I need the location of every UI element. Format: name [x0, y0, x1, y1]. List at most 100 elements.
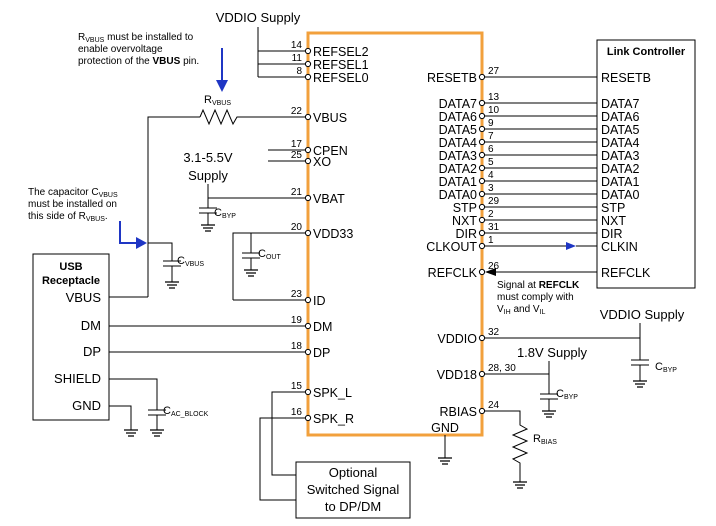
chip-pin-dp: [304, 348, 312, 356]
chip-pin-number: 17: [291, 139, 303, 150]
ground-symbol: [438, 457, 452, 465]
chip-pin-number: 31: [488, 222, 500, 233]
usb-receptacle-title-2: Receptacle: [42, 275, 100, 287]
chip-pin-name: DATA7: [439, 97, 477, 111]
link-controller-box: [596, 39, 696, 289]
cbyp3-label: CBYP: [556, 388, 578, 401]
chip-pin-name: REFSEL0: [313, 71, 369, 85]
usb-receptacle-box: [32, 253, 110, 421]
link-controller-pin-data3: DATA3: [601, 149, 639, 163]
usb-pin-vbus: VBUS: [66, 290, 102, 305]
chip-pin-name: DM: [313, 320, 332, 334]
cbyp2-label: CBYP: [655, 361, 677, 374]
chip-pin-number: 22: [291, 106, 303, 117]
chip-pin-id: [304, 296, 312, 304]
usb-pin-gnd: GND: [72, 398, 101, 413]
chip-pin-number: 13: [488, 92, 500, 103]
chip-pin-vdd33: [304, 229, 312, 237]
ground-symbol: [165, 281, 179, 289]
chip-pin-number: 11: [292, 53, 303, 64]
chip-pin-number: 25: [291, 150, 303, 161]
chip-pin-refsel1: [304, 60, 312, 68]
chip-pin-dm: [304, 322, 312, 330]
shield-cac-wire: [109, 378, 166, 430]
chip-pin-nxt: [478, 216, 486, 224]
link-controller-pin-data6: DATA6: [601, 110, 639, 124]
chip-pin-number: 7: [488, 131, 494, 142]
chip-pin-number: 19: [291, 315, 303, 326]
chip-pin-spk_l: [304, 388, 312, 396]
refclk-note-line-1: Signal at REFCLK: [497, 280, 580, 291]
rvbus-label: RVBUS: [204, 94, 231, 107]
chip-pin-number: 20: [291, 222, 303, 233]
chip-pin-number: 14: [291, 40, 303, 51]
chip-pin-resetb: [478, 73, 486, 81]
refclk-arrow: [485, 268, 496, 276]
cout-label: COUT: [258, 248, 281, 261]
chip-pin-name: DP: [313, 346, 330, 360]
cvbus-note-line-1: The capacitor CVBUS: [28, 187, 118, 199]
chip-pin-name: REFSEL1: [313, 58, 369, 72]
v18-supply-label: 1.8V Supply: [517, 345, 588, 360]
chip-pin-number: 16: [291, 407, 303, 418]
cvbus-note-line-2: must be installed on: [28, 199, 117, 210]
link-controller-title: Link Controller: [607, 46, 686, 58]
chip-pin-name: DATA5: [439, 123, 477, 137]
cvbus-note-arrow: [119, 221, 138, 244]
chip-pin-vbat: [304, 194, 312, 202]
ground-symbol: [542, 410, 556, 418]
chip-pin-number: 18: [291, 341, 303, 352]
chip-pin-clkout: [478, 242, 486, 250]
link-controller-pin-data5: DATA5: [601, 123, 639, 137]
vdd18-wire: [485, 361, 558, 411]
link-controller-pins: RESETBDATA7DATA6DATA5DATA4DATA3DATA2DATA…: [601, 71, 651, 280]
chip-pin-number: 15: [291, 381, 303, 392]
link-controller-pin-clkin: CLKIN: [601, 240, 638, 254]
chip-pin-name: REFCLK: [428, 266, 478, 280]
chip-pin-data6: [478, 112, 486, 120]
link-controller-pin-resetb: RESETB: [601, 71, 651, 85]
chip-pin-number: 8: [296, 66, 302, 77]
chip-pin-data5: [478, 125, 486, 133]
chip-pin-name: XO: [313, 155, 331, 169]
chip-pin-number: 21: [291, 187, 303, 198]
chip-gnd-label: GND: [431, 421, 459, 435]
link-controller-pin-refclk: REFCLK: [601, 266, 651, 280]
chip-pin-name: DATA4: [439, 136, 477, 150]
usb-pin-shield: SHIELD: [54, 371, 101, 386]
chip-pin-name: VBAT: [313, 192, 345, 206]
chip-pin-data4: [478, 138, 486, 146]
chip-pin-vdd18: [478, 370, 486, 378]
ground-symbol: [244, 269, 258, 277]
cvbus-label: CVBUS: [177, 255, 204, 268]
chip-pin-name: REFSEL2: [313, 45, 369, 59]
chip-pin-name: DATA1: [439, 175, 477, 189]
cvbus-note-line-3: this side of RVBUS.: [28, 211, 108, 223]
chip-pin-stp: [478, 203, 486, 211]
chip-pin-spk_r: [304, 414, 312, 422]
link-controller-pin-nxt: NXT: [601, 214, 626, 228]
chip-pin-number: 4: [488, 170, 494, 181]
spk-wires: [259, 391, 305, 501]
chip-pin-name: RESETB: [427, 71, 477, 85]
cvbus-note-arrowhead: [136, 237, 147, 249]
chip-pin-name: CPEN: [313, 144, 348, 158]
chip-pin-vbus: [304, 113, 312, 121]
chip-pin-number: 23: [291, 289, 303, 300]
rvbus-note-line-2: enable overvoltage: [78, 44, 163, 55]
dm-dp-wires: [109, 325, 305, 353]
chip-pin-refclk: [478, 268, 486, 276]
chip-pin-name: RBIAS: [439, 405, 477, 419]
link-controller-pin-data0: DATA0: [601, 188, 639, 202]
vdd33-id-wires: [232, 232, 305, 301]
chip-pin-refsel0: [304, 73, 312, 81]
optional-box-line-2: Switched Signal: [307, 482, 400, 497]
optional-switched-signal-box: [295, 461, 411, 519]
refsel-wires: [257, 27, 305, 78]
optional-box-line-3: to DP/DM: [325, 499, 381, 514]
chip-pin-data7: [478, 99, 486, 107]
chip-pin-name: ID: [313, 294, 326, 308]
rvbus-note-line-1: RVBUS must be installed to: [78, 32, 194, 44]
chip-pin-name: NXT: [452, 214, 477, 228]
